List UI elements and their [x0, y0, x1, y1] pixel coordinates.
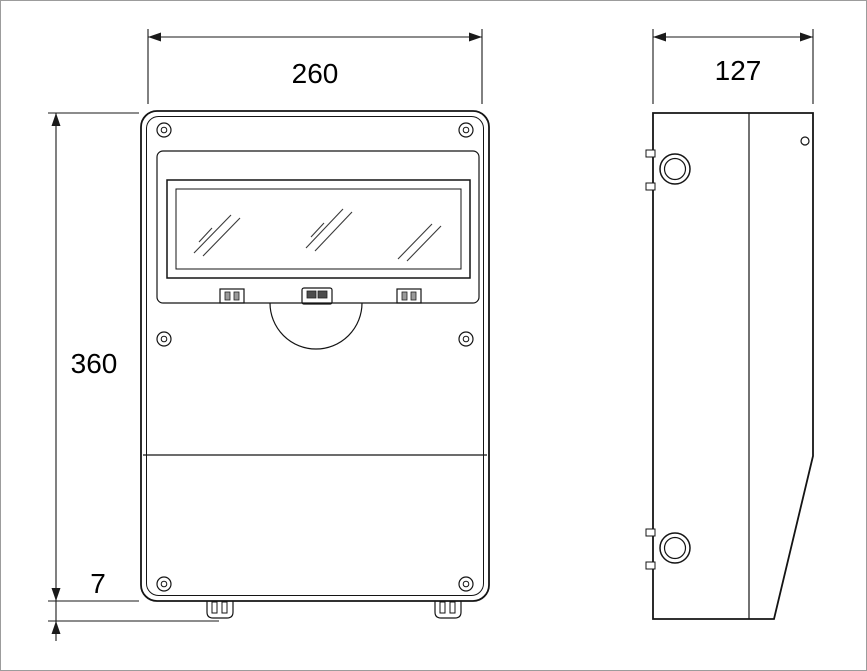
knockout-bottom: [645, 528, 691, 570]
screw-icon: [458, 576, 474, 592]
dimension-front-height: 360: [48, 112, 139, 641]
lid: [156, 150, 480, 304]
arrow-up-icon: [51, 621, 61, 634]
dimension-feet-height: 7: [48, 568, 219, 634]
latch-left: [219, 288, 245, 304]
screw-icon: [156, 576, 172, 592]
screw-icon: [458, 331, 474, 347]
front-view: [140, 110, 490, 619]
arrow-down-icon: [51, 588, 61, 601]
latch-right: [396, 288, 422, 304]
window-frame-inner: [175, 188, 462, 270]
screw-icon: [458, 122, 474, 138]
window-frame-outer: [166, 179, 471, 279]
arrow-up-icon: [51, 113, 61, 126]
knockout-top: [645, 149, 691, 191]
mounting-hole: [800, 136, 810, 146]
screw-icon: [156, 122, 172, 138]
glass-reflection-lines: [193, 208, 442, 262]
finger-recess-arc: [269, 302, 363, 350]
dimension-label-width: 260: [292, 58, 339, 89]
side-outline: [652, 112, 814, 620]
screw-icon: [156, 331, 172, 347]
foot-left: [206, 601, 234, 619]
side-view: [645, 112, 814, 620]
dimension-side-depth: 127: [652, 29, 814, 104]
arrow-right-icon: [469, 32, 482, 42]
front-inner-body: [146, 116, 484, 596]
center-clip: [301, 287, 333, 305]
dimension-front-width: 260: [147, 29, 483, 104]
front-outer-body: [140, 110, 490, 602]
dimension-label-height: 360: [71, 348, 118, 379]
foot-right: [434, 601, 462, 619]
dimension-label-feet: 7: [90, 568, 106, 599]
arrow-left-icon: [148, 32, 161, 42]
dimension-label-depth: 127: [715, 55, 762, 86]
arrow-right-icon: [800, 32, 813, 42]
arrow-left-icon: [653, 32, 666, 42]
